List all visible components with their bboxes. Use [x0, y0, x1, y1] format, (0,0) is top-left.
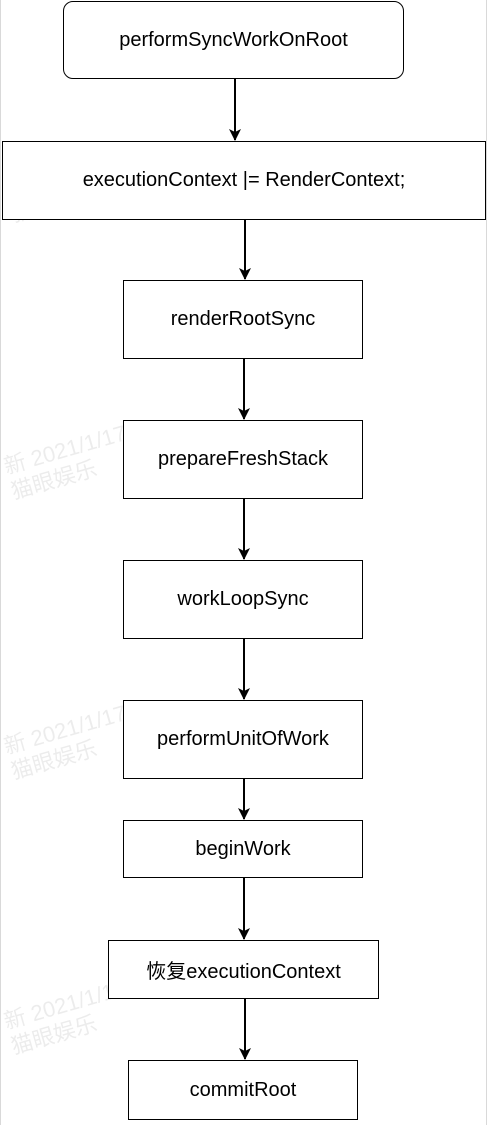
- node-perform-unit-of-work: performUnitOfWork: [123, 700, 363, 779]
- node-prepare-fresh-stack: prepareFreshStack: [123, 420, 363, 499]
- node-work-loop-sync: workLoopSync: [123, 560, 363, 639]
- node-render-root-sync: renderRootSync: [123, 280, 363, 359]
- node-restore-execution-context: 恢复executionContext: [108, 940, 379, 999]
- node-perform-sync-work-on-root: performSyncWorkOnRoot: [63, 1, 404, 79]
- node-execution-context-assign: executionContext |= RenderContext;: [2, 141, 486, 220]
- node-begin-work: beginWork: [123, 820, 363, 878]
- node-commit-root: commitRoot: [128, 1060, 358, 1120]
